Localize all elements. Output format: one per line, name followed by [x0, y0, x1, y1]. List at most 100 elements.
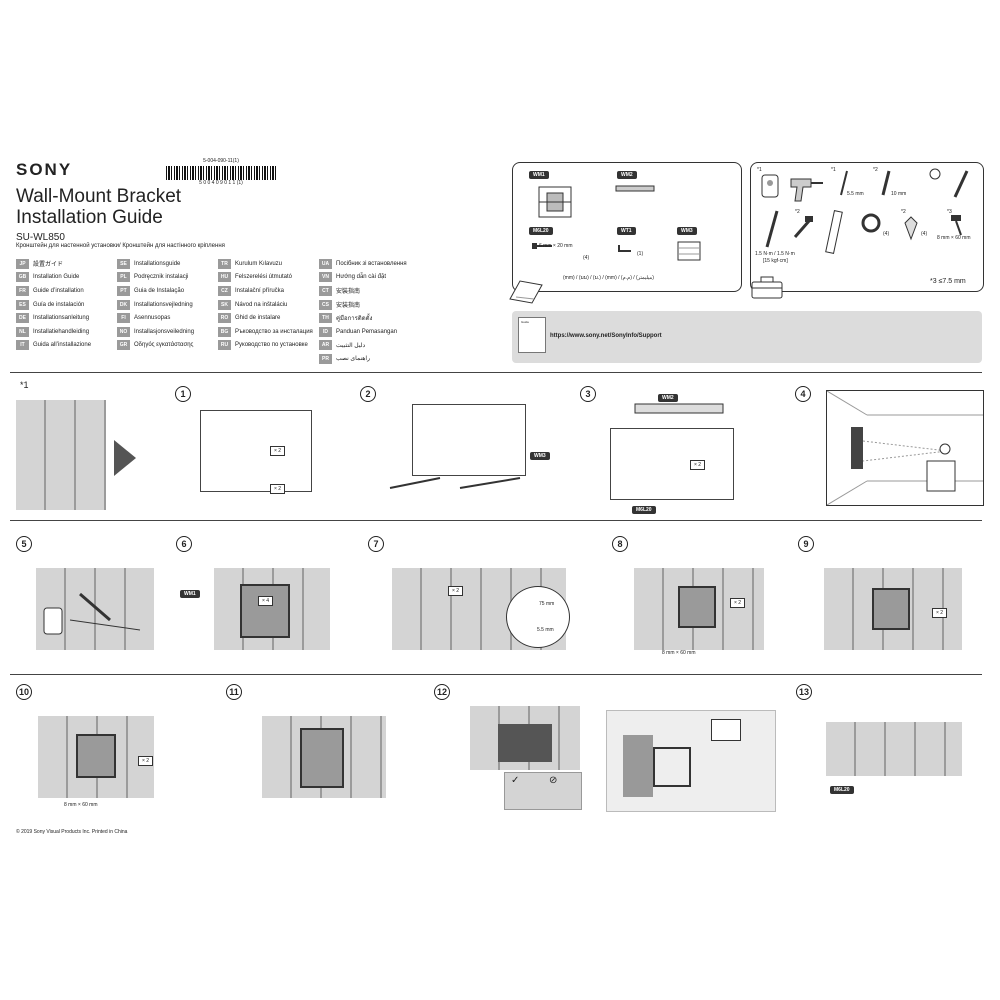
wrench-icon — [618, 245, 631, 252]
depth-75: 75 mm — [539, 601, 555, 607]
tv-screen-illustration — [498, 724, 552, 762]
template-sheet-icon — [677, 241, 701, 261]
screw-icon — [532, 243, 552, 249]
viewing-room-illustration — [826, 390, 984, 506]
model-number: SU-WL850 — [16, 232, 65, 243]
quantity-badge: × 2 — [138, 756, 154, 766]
wall-plate-illustration — [76, 734, 116, 778]
booklet-icon: Guide — [518, 317, 546, 353]
spacer-bar-icon — [615, 185, 655, 192]
brand-logo: SONY — [16, 160, 73, 179]
quantity-badge: × 2 — [690, 460, 706, 470]
step-number: 13 — [796, 684, 812, 700]
part-label-wm2: WM2 — [617, 171, 637, 179]
page-title: Wall-Mount Bracket Installation Guide — [16, 186, 181, 228]
section-divider — [10, 674, 982, 675]
anchor-quantity: (4) — [921, 231, 928, 237]
part-label-wm3: WM3 — [677, 227, 697, 235]
torque-kgf: [15 kgf·cm] — [763, 258, 788, 264]
hammer-icon — [793, 216, 813, 238]
footnote-marker: *3 — [930, 278, 937, 285]
spacer-bar-icon — [634, 403, 724, 414]
toolbox-icon — [751, 276, 783, 299]
section-divider — [10, 520, 982, 521]
step-number: 6 — [176, 536, 192, 552]
barcode-bars — [166, 166, 276, 180]
step-number: 2 — [360, 386, 376, 402]
quantity-badge: × 2 — [730, 598, 746, 608]
tool-note-2b: *2 — [795, 209, 800, 215]
mounted-tv-side-illustration — [606, 710, 776, 812]
tv-side-icon — [623, 735, 653, 797]
wall-plate-illustration — [872, 588, 910, 630]
support-url[interactable]: https://www.sony.net/SonyInfo/Support — [550, 333, 662, 339]
bolt-size-note: 8 mm × 60 mm — [64, 802, 98, 808]
wrench-quantity: (1) — [637, 251, 644, 257]
tools-panel: *1 *1 5.5 mm *2 10 mm 1.5 N·m / 1.5 N·m … — [750, 162, 984, 292]
title-line-1: Wall-Mount Bracket — [16, 186, 182, 207]
step-number: 10 — [16, 684, 32, 700]
part-label-m6l20: M6L20 — [830, 786, 854, 794]
quantity-badge: × 2 — [932, 608, 948, 618]
mount-arm-illustration — [300, 728, 344, 788]
spirit-level-icon — [825, 210, 843, 254]
prohibited-icon: ⊘ — [549, 775, 558, 786]
tool-note-3: *3 — [947, 209, 952, 215]
viewer-icon — [939, 443, 951, 455]
part-label-wm2: WM2 — [658, 394, 678, 402]
wall-note-marker: *1 — [20, 380, 29, 390]
step-number: 4 — [795, 386, 811, 402]
armchair-icon — [926, 460, 956, 492]
step-number: 8 — [612, 536, 628, 552]
bolt-size-note: 8 mm × 60 mm — [662, 650, 696, 656]
stud-wall-illustration — [16, 400, 106, 510]
support-banner: Guide https://www.sony.net/SonyInfo/Supp… — [512, 311, 982, 363]
manual-book-icon — [509, 280, 543, 304]
tv-back-illustration — [412, 404, 526, 476]
stud-finder-use-illustration — [43, 592, 141, 635]
pencil-icon — [953, 170, 969, 198]
part-label-wm3: WM3 — [530, 452, 550, 460]
screw-size: 6 mm × 20 mm — [539, 243, 573, 249]
part-label-wm1: WM1 — [180, 590, 200, 598]
stud-finder-icon — [761, 174, 779, 198]
tv-back-illustration — [200, 410, 312, 492]
arrow-icon — [114, 440, 136, 476]
wall-tv-icon — [851, 427, 863, 469]
step-number: 7 — [368, 536, 384, 552]
barcode-top-number: 5-004-090-11(1) — [203, 158, 239, 164]
drill-bit-icon — [840, 170, 848, 196]
lag-bolt-icon — [951, 215, 962, 236]
tool-note-1: *1 — [757, 167, 762, 173]
wall-plate-illustration — [240, 584, 290, 638]
depth-5-5: 5.5 mm — [537, 627, 554, 633]
stand-legs-illustration — [389, 477, 521, 489]
level-bubble-icon — [929, 168, 941, 180]
tape-roll-icon — [861, 213, 881, 233]
quantity-badge: × 2 — [448, 586, 464, 596]
do-dont-panel: ✓ ⊘ — [504, 772, 582, 810]
quantity-badge: × 4 — [258, 596, 274, 606]
step-number: 3 — [580, 386, 596, 402]
